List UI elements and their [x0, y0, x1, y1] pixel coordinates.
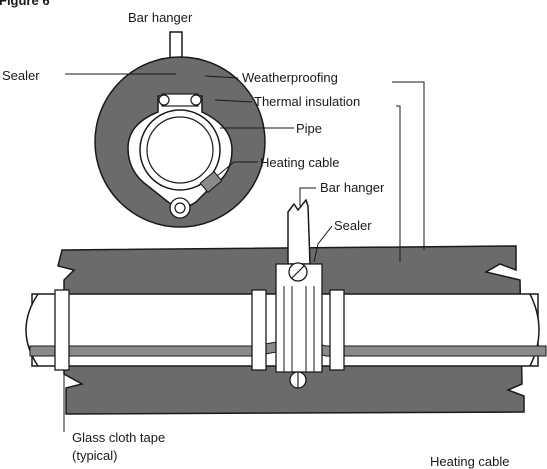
- pipe-section-inner: [146, 116, 214, 184]
- glass-cloth-tape-band-3: [329, 289, 345, 371]
- label-glass-cloth-tape-1: Glass cloth tape: [72, 430, 165, 445]
- glass-cloth-tape-band-1: [54, 289, 70, 371]
- figure-title: Figure 6: [0, 0, 50, 8]
- clamp-bolt-left: [158, 94, 170, 106]
- label-weatherproofing: Weatherproofing: [242, 70, 338, 85]
- clamp-strap-side: [275, 263, 323, 373]
- cross-section-view: [94, 31, 266, 228]
- clamp-bolt-right: [190, 94, 202, 106]
- label-heating-cable-bottom: Heating cable: [430, 454, 510, 469]
- glass-cloth-tape-band-2: [251, 289, 267, 371]
- heating-cable-section: [199, 170, 223, 194]
- label-bar-hanger-side: Bar hanger: [320, 180, 385, 195]
- clamp-bolt-bottom-inner: [174, 202, 186, 214]
- label-heating-cable-section: Heating cable: [260, 155, 340, 170]
- side-view-leaders: [63, 81, 425, 432]
- bar-hanger-rod-side: [287, 198, 311, 265]
- cross-section-leaders: [65, 73, 294, 177]
- label-sealer-side: Sealer: [334, 218, 372, 233]
- side-view: [25, 198, 547, 415]
- label-pipe: Pipe: [296, 121, 322, 136]
- label-bar-hanger-top: Bar hanger: [128, 10, 193, 25]
- label-sealer-left: Sealer: [2, 68, 40, 83]
- label-thermal-insulation: Thermal insulation: [254, 94, 360, 109]
- label-glass-cloth-tape-2: (typical): [72, 448, 118, 463]
